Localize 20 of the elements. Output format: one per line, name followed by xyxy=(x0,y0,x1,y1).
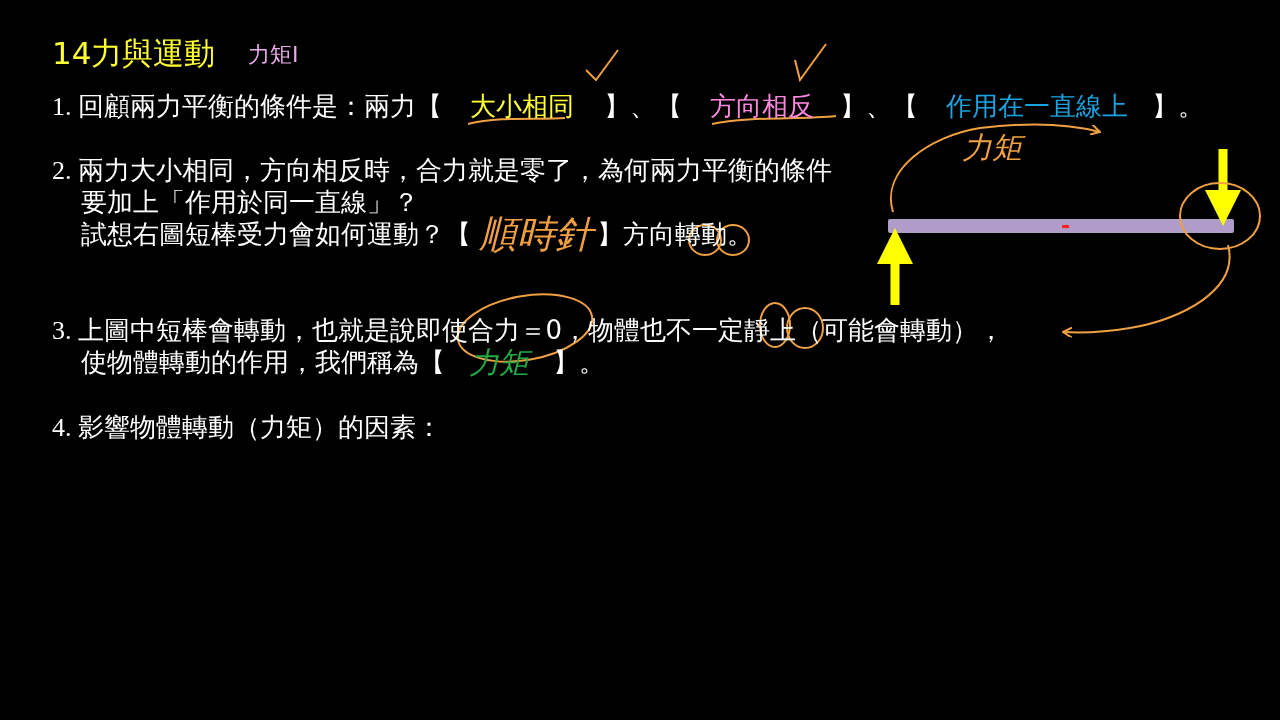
question-text: 試想右圖短棒受力會如何運動？【 xyxy=(81,219,471,251)
answer-text: 大小相同 xyxy=(469,91,574,123)
subtitle: 力矩Ⅰ xyxy=(248,42,299,69)
question-text: 影響物體轉動（力矩）的因素： xyxy=(77,412,442,444)
question-text: 】。 xyxy=(1151,91,1204,123)
answer-text: 方向相反 xyxy=(709,91,814,123)
question-text: 使物體轉動的作用，我們稱為【 xyxy=(81,347,445,379)
question-text: 要加上「作用於同一直線」？ xyxy=(81,187,419,219)
question-text: 】、【 xyxy=(839,91,918,123)
title: 14力與運動 xyxy=(52,34,216,73)
question-text: 】。 xyxy=(553,347,605,379)
bar xyxy=(888,219,1234,233)
item-number: 4. xyxy=(52,412,72,444)
question-text: 】、【 xyxy=(603,91,682,123)
question-text: 兩力大小相同，方向相反時，合力就是零了，為何兩力平衡的條件 xyxy=(77,155,832,187)
question-text: 回顧兩力平衡的條件是：兩力【 xyxy=(77,91,442,123)
item-number: 2. xyxy=(52,155,72,187)
item-number: 3. xyxy=(52,315,72,347)
item-number: 1. xyxy=(52,91,72,123)
answer-text: 作用在一直線上 xyxy=(945,91,1128,123)
